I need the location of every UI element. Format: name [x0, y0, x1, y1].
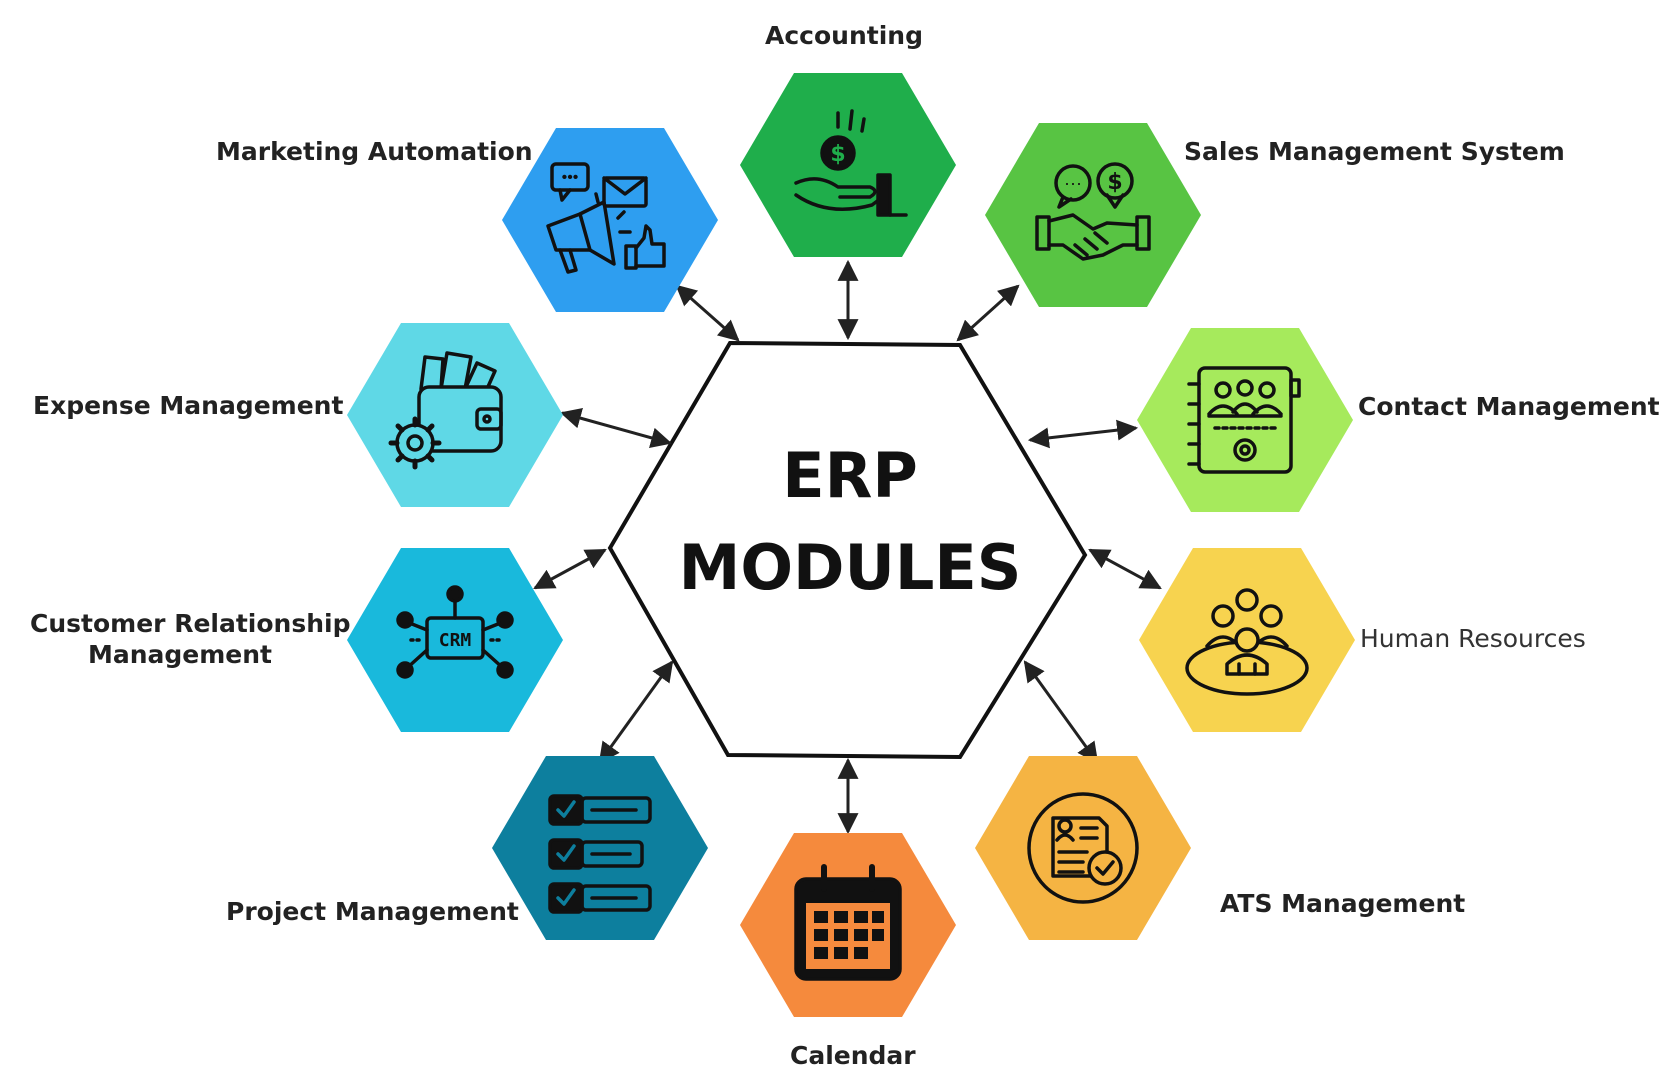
label-contact: Contact Management	[1358, 392, 1660, 421]
connector-project	[598, 660, 674, 764]
center-title-line1: ERP	[782, 439, 918, 512]
resume-check-icon	[1027, 792, 1139, 904]
connector-ats	[1023, 660, 1099, 764]
connector-marketing	[675, 284, 740, 342]
hexagon-contact	[1137, 328, 1353, 512]
hexagon-crm	[347, 548, 563, 732]
hexagon-project	[492, 756, 708, 940]
svg-text:$: $	[830, 142, 845, 167]
label-crm: Customer Relationship Management	[30, 608, 350, 671]
handshake-dollar-icon: ··· $	[1035, 162, 1151, 261]
hexagon-ats	[975, 756, 1191, 940]
crm-network-icon: CRM	[396, 585, 514, 679]
svg-text:•••: •••	[562, 169, 579, 186]
connector-contact	[1027, 419, 1139, 449]
label-crm-line1: Customer Relationship	[30, 609, 351, 638]
megaphone-icon: •••	[546, 162, 666, 274]
svg-text:$: $	[1107, 170, 1122, 195]
label-hr: Human Resources	[1360, 624, 1586, 653]
wallet-gear-icon	[388, 351, 503, 470]
checklist-icon	[548, 794, 652, 914]
svg-text:···: ···	[1064, 173, 1082, 193]
team-icon	[1185, 588, 1309, 696]
label-accounting: Accounting	[765, 21, 923, 50]
svg-text:CRM: CRM	[439, 630, 472, 651]
money-hand-icon: $	[794, 109, 908, 217]
connector-hr	[1088, 548, 1162, 590]
label-sales: Sales Management System	[1184, 137, 1565, 166]
center-hexagon	[607, 340, 1088, 760]
connector-crm	[533, 548, 607, 590]
calendar-icon	[794, 864, 902, 981]
connectors	[533, 259, 1162, 835]
label-crm-line2: Management	[87, 640, 273, 670]
contact-book-icon	[1187, 366, 1301, 474]
center-title: ERP MODULES	[610, 430, 1090, 614]
center-title-line2: MODULES	[678, 531, 1022, 604]
label-expense: Expense Management	[33, 391, 344, 420]
hexagon-sales	[985, 123, 1201, 307]
hexagon-marketing	[502, 128, 718, 312]
label-calendar: Calendar	[790, 1041, 916, 1070]
label-marketing: Marketing Automation	[216, 137, 533, 166]
connector-expense	[559, 407, 673, 449]
label-project: Project Management	[226, 897, 519, 926]
connector-sales	[956, 284, 1020, 342]
label-ats: ATS Management	[1220, 889, 1466, 918]
